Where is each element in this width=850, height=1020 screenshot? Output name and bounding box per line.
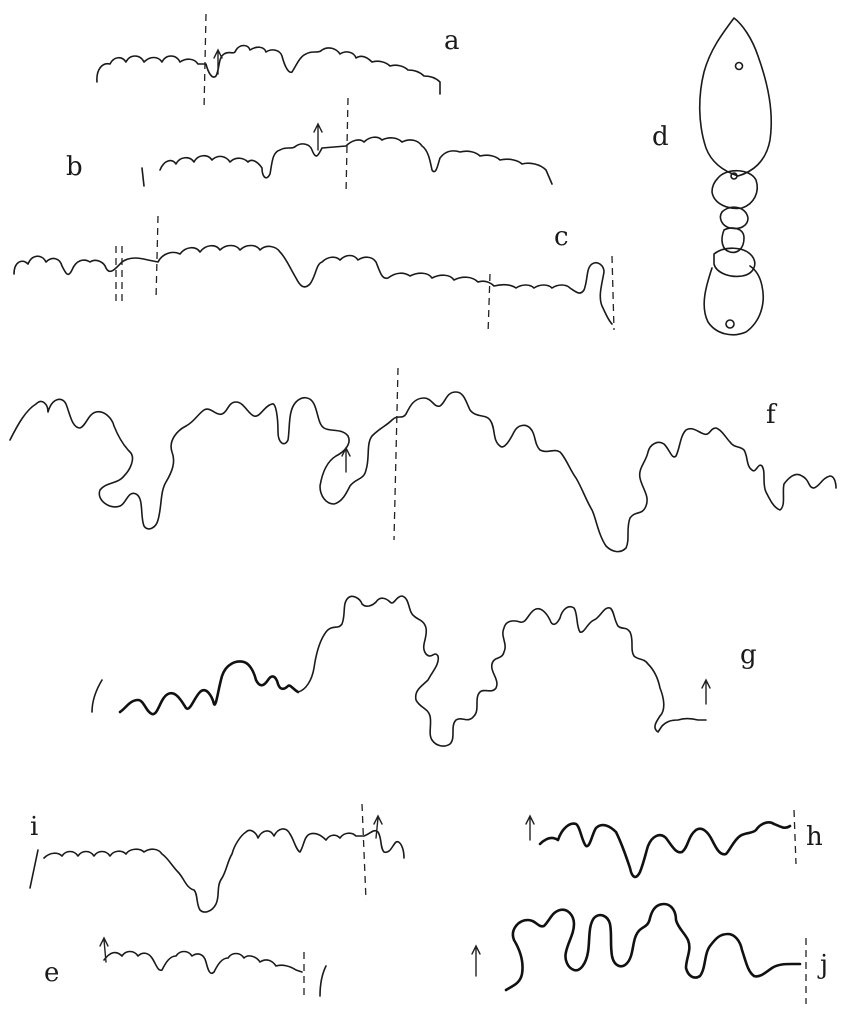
figure-c-suture — [13, 215, 615, 335]
figure-a-suture — [96, 13, 441, 111]
figure-label-d: d — [652, 122, 669, 152]
figure-label-j: j — [820, 950, 829, 980]
figure-label-i: i — [30, 812, 39, 842]
figure-label-b: b — [66, 152, 83, 182]
figure-d-outline — [698, 17, 773, 336]
figure-b-suture — [141, 97, 553, 195]
figure-i-suture — [29, 803, 405, 913]
figure-label-c: c — [554, 222, 569, 252]
figure-g-suture — [91, 595, 711, 747]
figure-label-f: f — [766, 400, 776, 430]
figure-label-a: a — [444, 26, 460, 56]
figure-label-h: h — [806, 822, 823, 852]
figure-label-g: g — [740, 640, 757, 670]
figure-h-suture — [525, 809, 797, 879]
figure-label-e: e — [44, 958, 60, 988]
figure-f-suture — [9, 367, 837, 553]
figure-e-suture — [99, 936, 327, 1000]
figure-j-suture — [471, 902, 807, 1004]
